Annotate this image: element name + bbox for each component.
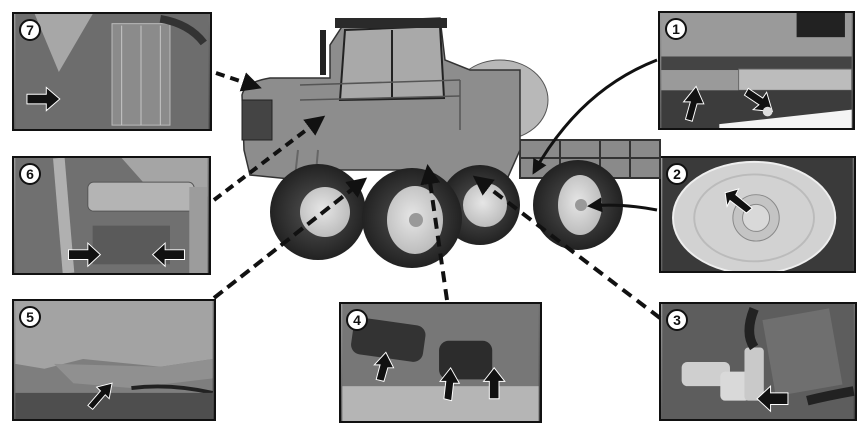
callout-frame-1: 1	[658, 11, 855, 130]
callout-frame-2: 2	[659, 156, 856, 273]
rear-wheel-hub-photo	[662, 158, 853, 271]
callout-number-badge: 1	[665, 18, 687, 40]
callout-frame-5: 5	[12, 299, 216, 421]
callout-frame-3: 3	[659, 302, 857, 421]
callout-number-badge: 2	[666, 163, 688, 185]
arrow-icon	[26, 86, 61, 112]
callout-number-badge: 6	[19, 163, 41, 185]
callout-frame-7: 7	[12, 12, 212, 131]
arrow-icon	[87, 382, 113, 410]
callout-number-badge: 4	[346, 309, 368, 331]
engine-compartment-photo	[15, 14, 209, 129]
arrow-icon	[682, 85, 705, 122]
arrow-icon	[68, 241, 102, 268]
arrow-icon	[756, 385, 789, 413]
callout-number-badge: 5	[19, 306, 41, 328]
hydraulic-fitting-photo	[662, 304, 855, 419]
chassis-drain-photo	[15, 301, 214, 419]
arrow-icon	[151, 241, 185, 268]
grille	[241, 99, 273, 141]
frame-filters-photo	[342, 304, 539, 421]
arrow-icon	[482, 367, 506, 400]
engine-side-photo	[15, 158, 208, 273]
callout-frame-6: 6	[12, 156, 211, 275]
arrow-icon	[724, 188, 753, 214]
front-right-wheel	[362, 168, 462, 268]
rear-right-wheel	[533, 160, 623, 250]
arrow-icon	[373, 351, 395, 382]
arrow-icon	[439, 366, 461, 402]
arrow-icon	[743, 87, 774, 113]
callout-frame-4: 4	[339, 302, 542, 423]
callout-number-badge: 7	[19, 19, 41, 41]
callout-number-badge: 3	[666, 309, 688, 331]
front-left-wheel	[270, 164, 366, 260]
rear-axle-mount-photo	[661, 13, 853, 128]
